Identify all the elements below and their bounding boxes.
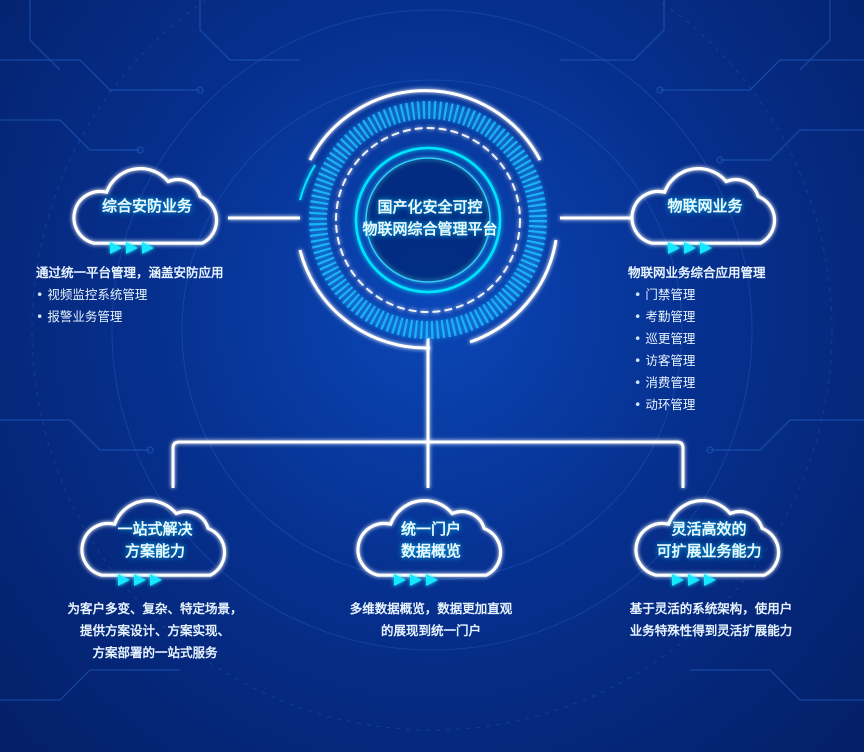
circuit-traces [0, 0, 864, 701]
onestop-desc-line: 提供方案设计、方案实现、 [79, 623, 230, 638]
portal-desc: 多维数据概览，数据更加直观 的展现到统一门户 [296, 598, 566, 642]
security-item: 报警业务管理 [36, 306, 224, 328]
security-item: 视频监控系统管理 [36, 284, 224, 306]
iot-desc: 物联网业务综合应用管理 门禁管理 考勤管理 巡更管理 访客管理 消费管理 动环管… [628, 262, 766, 416]
iot-desc-head: 物联网业务综合应用管理 [628, 265, 766, 280]
security-desc: 通过统一平台管理，涵盖安防应用 视频监控系统管理 报警业务管理 [36, 262, 224, 328]
center-title: 国产化安全可控 物联网综合管理平台 [330, 196, 530, 240]
iot-item: 动环管理 [628, 394, 766, 416]
portal-title: 统一门户 数据概览 [356, 518, 506, 562]
onestop-title-line1: 一站式解决 [117, 520, 193, 538]
onestop-desc-line: 为客户多变、复杂、特定场景， [67, 601, 243, 616]
portal-desc-line: 多维数据概览，数据更加直观 [349, 601, 513, 616]
connector-lines [171, 216, 685, 488]
flexible-desc-line: 业务特殊性得到灵活扩展能力 [629, 623, 793, 638]
iot-title: 物联网业务 [667, 197, 743, 215]
portal-desc-line: 的展现到统一门户 [380, 623, 481, 638]
iot-item: 访客管理 [628, 350, 766, 372]
onestop-title: 一站式解决 方案能力 [80, 518, 230, 562]
security-title: 综合安防业务 [101, 197, 192, 215]
onestop-title-line2: 方案能力 [124, 542, 185, 560]
flexible-desc: 基于灵活的系统架构，使用户 业务特殊性得到灵活扩展能力 [576, 598, 846, 642]
flexible-desc-line: 基于灵活的系统架构，使用户 [629, 601, 793, 616]
arrow-markers [110, 242, 716, 586]
iot-item: 巡更管理 [628, 328, 766, 350]
portal-title-line2: 数据概览 [400, 542, 461, 560]
iot-item: 门禁管理 [628, 284, 766, 306]
portal-title-line1: 统一门户 [400, 520, 461, 538]
center-title-line1: 国产化安全可控 [377, 198, 483, 216]
flexible-title-line1: 灵活高效的 [671, 520, 747, 538]
onestop-desc: 为客户多变、复杂、特定场景， 提供方案设计、方案实现、 方案部署的一站式服务 [20, 598, 290, 664]
flexible-title: 灵活高效的 可扩展业务能力 [634, 518, 784, 562]
security-desc-head: 通过统一平台管理，涵盖安防应用 [36, 265, 224, 280]
flexible-title-line2: 可扩展业务能力 [656, 542, 762, 560]
onestop-desc-line: 方案部署的一站式服务 [92, 645, 218, 660]
iot-item: 考勤管理 [628, 306, 766, 328]
center-dial [298, 89, 558, 350]
iot-item: 消费管理 [628, 372, 766, 394]
center-title-line2: 物联网综合管理平台 [362, 220, 498, 238]
